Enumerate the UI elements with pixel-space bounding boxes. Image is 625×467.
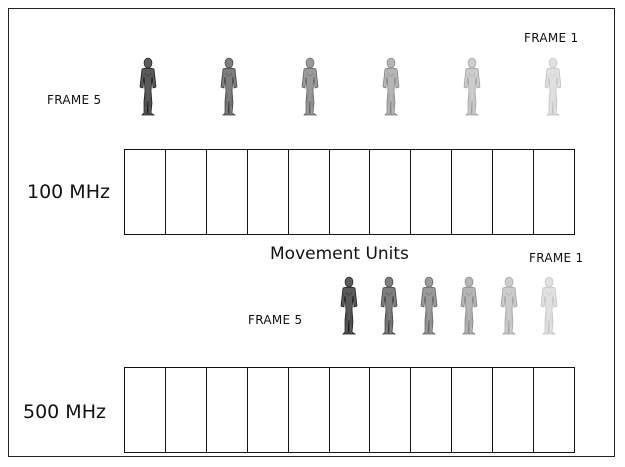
humanoid-figure-icon — [336, 276, 362, 340]
movement-units-label: Movement Units — [270, 244, 409, 264]
movement-unit-cell — [369, 368, 410, 452]
movement-unit-cell — [533, 150, 574, 234]
movement-unit-cell — [287, 368, 329, 452]
movement-unit-cell — [246, 150, 288, 234]
top-frame-1-label: FRAME 1 — [524, 31, 579, 45]
humanoid-figure-icon — [536, 276, 562, 340]
top-clock-label: 100 MHz — [27, 181, 110, 203]
bottom-clock-label: 500 MHz — [23, 401, 106, 423]
movement-unit-cell — [328, 368, 370, 452]
movement-unit-cell — [125, 150, 165, 234]
humanoid-figure-icon — [456, 276, 482, 340]
movement-unit-cell — [410, 368, 451, 452]
humanoid-figure-icon — [416, 276, 442, 340]
movement-unit-cell — [492, 368, 533, 452]
movement-unit-cell — [533, 368, 574, 452]
movement-unit-cell — [205, 150, 247, 234]
movement-unit-cell — [164, 150, 206, 234]
movement-unit-cell — [328, 150, 370, 234]
humanoid-figure-icon — [378, 57, 404, 121]
humanoid-figure-icon — [376, 276, 402, 340]
bottom-frame-5-label: FRAME 5 — [248, 313, 303, 327]
movement-unit-cell — [451, 368, 492, 452]
humanoid-figure-icon — [135, 57, 161, 121]
movement-unit-cell — [246, 368, 288, 452]
movement-unit-cell — [492, 150, 533, 234]
humanoid-figure-icon — [216, 57, 242, 121]
movement-unit-cell — [369, 150, 410, 234]
movement-unit-cell — [451, 150, 492, 234]
humanoid-figure-icon — [496, 276, 522, 340]
top-frame-5-label: FRAME 5 — [47, 93, 102, 107]
bottom-frame-1-label: FRAME 1 — [529, 251, 584, 265]
humanoid-figure-icon — [540, 57, 566, 121]
movement-unit-cell — [164, 368, 206, 452]
top-movement-strip — [124, 149, 575, 235]
movement-unit-cell — [287, 150, 329, 234]
movement-unit-cell — [410, 150, 451, 234]
movement-unit-cell — [125, 368, 165, 452]
movement-unit-cell — [205, 368, 247, 452]
humanoid-figure-icon — [297, 57, 323, 121]
humanoid-figure-icon — [459, 57, 485, 121]
bottom-movement-strip — [124, 367, 575, 453]
diagram-frame: FRAME 1 FRAME 5 100 MHz Movement Units F — [8, 8, 615, 457]
